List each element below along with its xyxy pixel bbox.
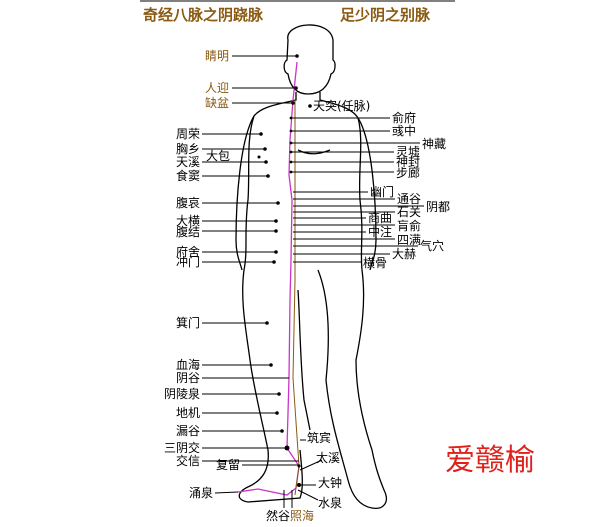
label-shangqu: 商曲 [368,210,392,225]
label-shufu: 俞府 [392,110,416,125]
label-tiantu: 天突(任脉) [313,98,370,113]
label-bulang: 步廊 [396,165,420,180]
label-dabao: 大包 [206,149,230,163]
label-tonggu: 通谷 [397,192,421,206]
label-lougu: 漏谷 [176,424,200,438]
label-yinlingquan: 阴陵泉 [164,387,200,401]
label-qixue: 气穴 [420,238,444,253]
label-henggu: 横骨 [363,256,387,270]
label-jiaoxin: 交信 [176,453,200,468]
label-shuiquan: 水泉 [318,496,342,510]
label-jingming: 睛明 [205,49,229,63]
label-sanyinjiao: 三阴交 [164,440,200,455]
label-lingxu: 灵墟 [396,145,420,159]
right-leader-lines [291,117,424,501]
label-shidou: 食窦 [176,168,200,183]
label-taixi: 太溪 [316,450,340,465]
label-huangshu: 肓俞 [397,218,421,233]
label-xiongxiang: 胸乡 [176,141,200,156]
signature: 爱赣榆 [445,443,535,478]
label-jimen: 箕门 [176,315,200,330]
label-fushe: 府舍 [176,244,200,259]
label-dahe: 大赫 [392,247,416,261]
label-siman: 四满 [397,233,421,247]
label-fuliu: 复留 [216,458,240,472]
acupoints [257,54,312,487]
left-leader-lines [202,55,300,508]
label-fuai: 腹哀 [176,195,200,210]
label-zhongzhu: 中注 [368,224,392,239]
label-zhubin: 筑宾 [307,430,331,445]
label-diji: 地机 [176,406,200,420]
label-dazhong: 大钟 [318,475,342,490]
label-shenfeng: 神封 [396,155,420,169]
label-yingu: 阴谷 [176,371,200,385]
label-fujie: 腹结 [176,225,200,239]
label-yongquan: 涌泉 [189,486,213,500]
meridian-line-yinqiao [237,61,300,496]
label-yindu: 阴都 [426,200,450,214]
title-right: 足少阴之别脉 [340,6,431,24]
label-shiguan: 石关 [397,205,421,219]
label-rangu: 然谷 [266,508,290,523]
meridian-line-kidney [292,100,300,496]
label-daheng: 大横 [176,214,200,228]
label-chongmen: 冲门 [176,254,200,269]
label-shencang: 神藏 [422,137,446,151]
label-tianxi: 天溪 [176,155,200,169]
label-zhourong: 周荣 [176,127,200,141]
label-xuehai: 血海 [176,357,200,372]
label-quepen: 缺盆 [205,95,229,110]
label-renying: 人迎 [205,81,229,95]
label-zhaohai: 照海 [290,508,314,523]
label-youmen: 幽门 [370,184,394,199]
label-yuzhong: 彧中 [392,123,416,138]
body-figure [235,24,387,509]
title-left: 奇经八脉之阴跷脉 [143,6,264,24]
